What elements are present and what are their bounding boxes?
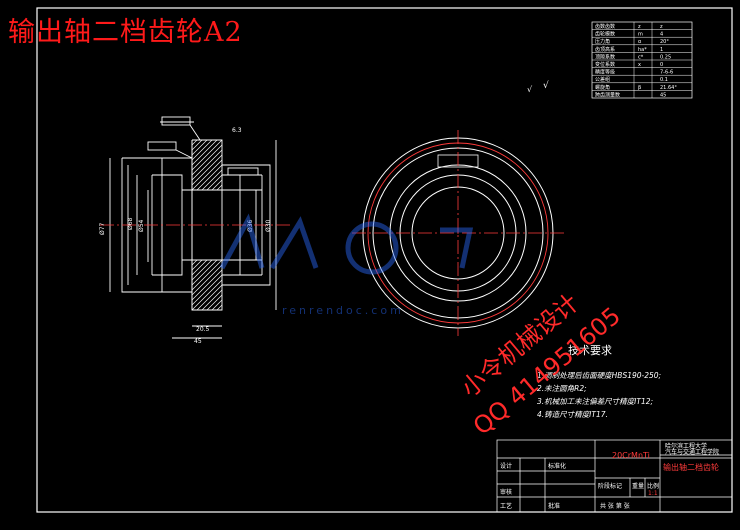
title-block [496,439,733,513]
param-symbol: c* [638,54,644,60]
param-symbol: z [638,24,641,30]
technical-requirements: 技术要求 1.调制处理后齿面硬度HBS190-250; 2.未注圆角R2; 3.机械加… [537,344,661,419]
param-name: 跨齿测量数 [595,91,620,98]
svg-text:6.3: 6.3 [232,127,242,134]
title-block-text: 20CrMnTi 哈尔滨工程大学 汽车与交通工程学院 输出轴二档齿轮 设计 审核… [500,442,719,510]
param-name: 顶隙系数 [595,53,615,60]
tech-heading: 技术要求 [568,344,612,357]
section-dimension-text: Ø77 Ø68 Ø54 Ø36 Ø30 20.5 45 6.3 [99,127,272,345]
svg-text:Ø68: Ø68 [127,217,134,230]
param-name: 齿顶高系 [595,46,615,53]
svg-text:45: 45 [194,338,202,345]
svg-text:√: √ [527,85,533,94]
svg-text:Ø30: Ø30 [265,219,272,232]
param-name: 公差组 [595,76,610,83]
svg-text:设计: 设计 [500,462,512,470]
parameter-table: 齿数齿数 z z 齿轮模数 m 4 压力角 α 20° 齿顶高系 ha* 1 顶隙系数 c* 0.25 变位系… [591,21,693,98]
param-name: 精度等级 [595,69,615,76]
param-value: 0 [660,62,663,68]
param-value: 0.1 [660,77,668,83]
svg-text:汽车与交通工程学院: 汽车与交通工程学院 [665,448,719,456]
param-value: 4 [660,32,663,38]
watermark-logo: renrendoc.com [219,213,474,317]
param-name: 螺旋角 [595,84,610,91]
svg-text:Ø36: Ø36 [247,219,254,232]
svg-text:Ø54: Ø54 [138,219,145,232]
svg-text:共 张 第 张: 共 张 第 张 [600,502,630,510]
svg-text:Ø77: Ø77 [99,222,106,235]
param-value: 0.25 [660,54,671,60]
param-value: 21.64° [660,85,677,91]
svg-text:标准化: 标准化 [548,462,566,470]
param-name: 齿数齿数 [595,23,615,30]
svg-text:批准: 批准 [548,502,560,510]
svg-text:阶段标记: 阶段标记 [598,482,622,490]
tech-item: 1.调制处理后齿面硬度HBS190-250; [537,371,661,380]
tech-item: 2.未注圆角R2; [537,384,587,393]
svg-text:1:1: 1:1 [648,490,658,497]
param-symbol: α [638,39,642,45]
param-value: 1 [660,47,663,53]
param-value: 20° [660,39,669,45]
svg-text:输出轴二档齿轮: 输出轴二档齿轮 [663,462,719,472]
param-name: 变位系数 [595,61,615,68]
tech-item: 4.铸造尺寸精度IT17. [537,410,608,419]
param-symbol: β [638,85,641,91]
gear-front-view [352,130,565,336]
svg-text:20.5: 20.5 [196,326,210,333]
svg-text:renrendoc.com: renrendoc.com [282,304,404,317]
section-hatching [191,139,223,311]
param-symbol: x [638,62,641,68]
svg-text:审核: 审核 [500,488,512,496]
svg-text:重量: 重量 [632,482,644,490]
svg-text:比例: 比例 [647,482,659,490]
param-value: 7-6-6 [660,70,673,76]
tech-item: 3.机械加工未注偏差尺寸精度IT12; [537,397,653,406]
param-value: z [660,24,663,30]
svg-text:哈尔滨工程大学: 哈尔滨工程大学 [665,442,707,450]
param-name: 齿轮模数 [595,31,615,38]
drawing-frame [36,7,733,513]
param-value: 45 [660,92,666,98]
roughness-symbol: √ √ [527,80,549,94]
drawing-title: 输出轴二档齿轮A2 [8,17,243,48]
param-symbol: m [638,32,643,38]
svg-text:√: √ [543,80,549,91]
param-name: 压力角 [595,38,610,45]
svg-text:工艺: 工艺 [500,502,512,510]
svg-text:20CrMnTi: 20CrMnTi [612,451,650,460]
param-symbol: ha* [638,47,647,53]
